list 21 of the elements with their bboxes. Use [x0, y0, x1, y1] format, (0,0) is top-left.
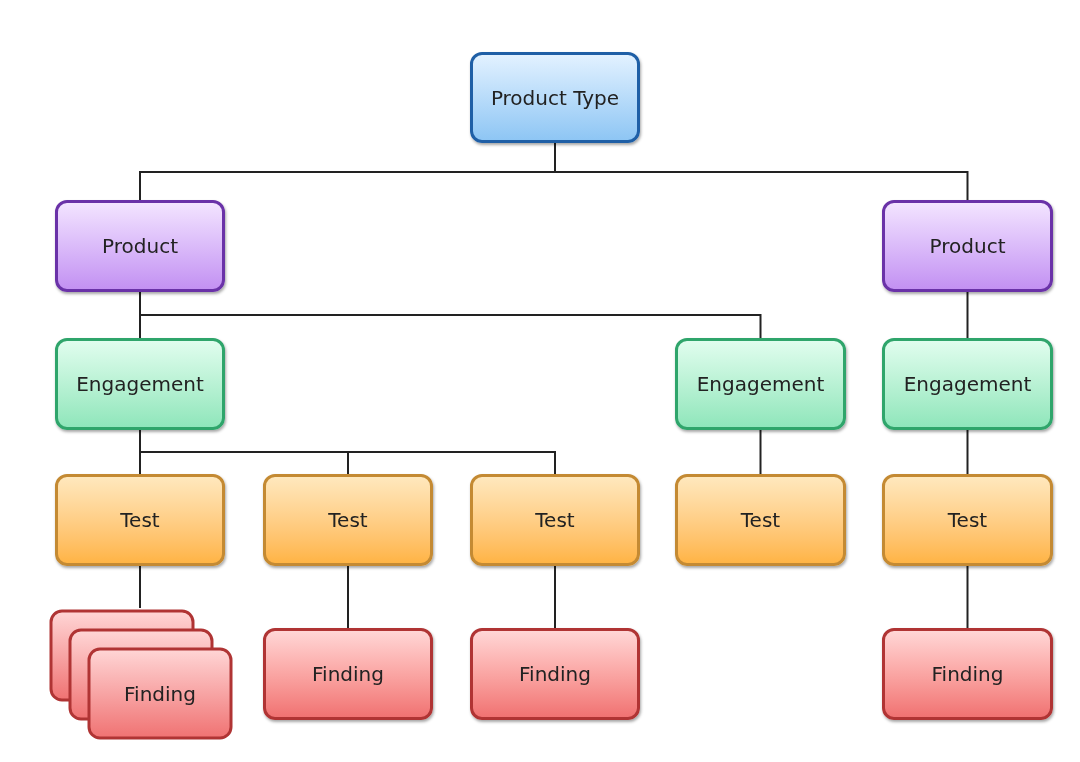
finding-box: Finding — [882, 628, 1053, 720]
connector-line — [966, 565, 969, 629]
test-box: Test — [263, 474, 433, 566]
category-box: Product Type — [470, 52, 640, 143]
test-box: Test — [470, 474, 640, 566]
connector-line — [966, 291, 969, 339]
test-box: Test — [675, 474, 846, 566]
engagement-box: Engagement — [675, 338, 846, 430]
test-box: Test — [882, 474, 1053, 566]
product-box: Product — [882, 200, 1053, 292]
finding-box: Finding — [470, 628, 640, 720]
connector-line — [759, 429, 762, 475]
connector-line — [554, 565, 556, 629]
connector-line — [966, 429, 969, 475]
engagement-box: Engagement — [55, 338, 225, 430]
test-box: Test — [55, 474, 225, 566]
finding-box: Finding — [263, 628, 433, 720]
engagement-box: Engagement — [882, 338, 1053, 430]
product-box: Product — [55, 200, 225, 292]
connector-line — [347, 565, 349, 629]
connector-line — [139, 565, 141, 609]
